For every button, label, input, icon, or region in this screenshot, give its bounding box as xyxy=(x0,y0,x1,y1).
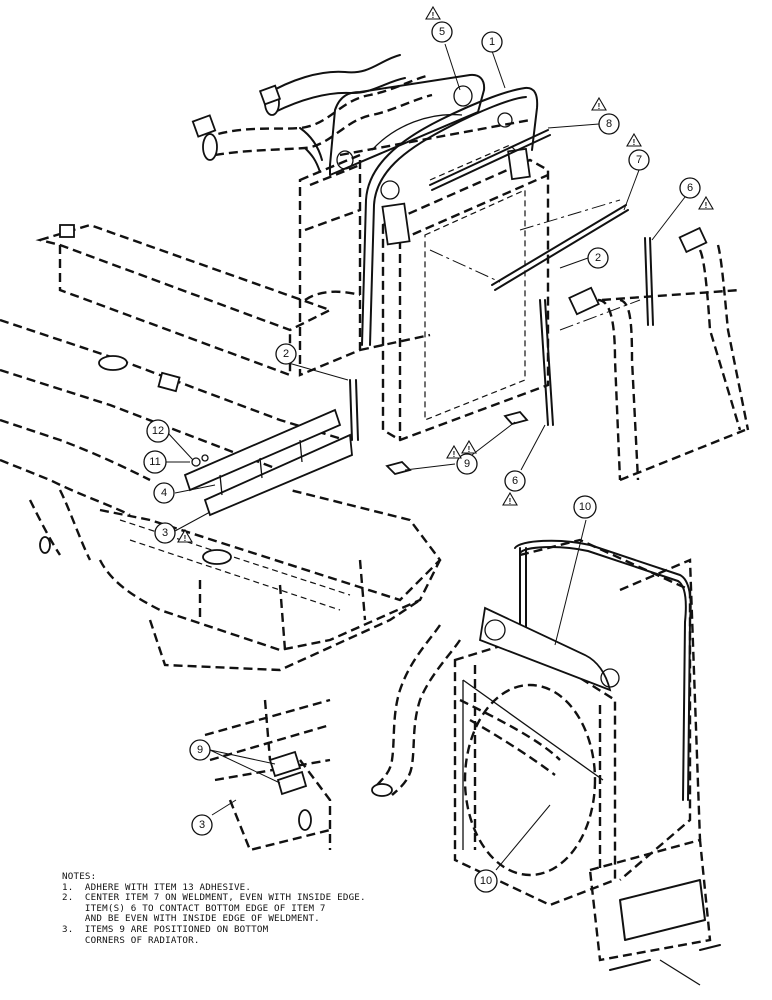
callout-10-upper: 10 xyxy=(573,495,597,519)
note-line: 1. ADHERE WITH ITEM 13 ADHESIVE. xyxy=(62,881,252,893)
svg-text:!: ! xyxy=(468,445,471,454)
note-line: AND BE EVEN WITH INSIDE EDGE OF WELDMENT… xyxy=(62,913,320,925)
svg-text:1: 1 xyxy=(489,36,495,48)
callout-9-inset: 9 xyxy=(189,739,211,761)
right-shroud-assembly xyxy=(568,226,750,482)
warning-icon: ! xyxy=(461,439,477,454)
callout-6-lower: 6 xyxy=(504,470,526,492)
callout-7: 7 xyxy=(628,149,650,171)
callout-10-lower: 10 xyxy=(474,869,498,893)
note-line: ITEM(S) 6 TO CONTACT BOTTOM EDGE OF ITEM… xyxy=(62,902,326,914)
svg-text:9: 9 xyxy=(197,744,203,756)
radiator-shroud-rear xyxy=(298,118,531,377)
leader-lines xyxy=(165,43,686,871)
svg-text:2: 2 xyxy=(595,252,601,264)
lower-hose xyxy=(371,624,561,797)
callout-9-upper: 9 xyxy=(456,453,478,475)
warning-icon: ! xyxy=(177,528,193,543)
svg-text:3: 3 xyxy=(199,819,205,831)
warning-icon: ! xyxy=(425,5,441,20)
svg-text:3: 3 xyxy=(162,527,168,539)
svg-text:!: ! xyxy=(184,534,187,543)
strip-items-8-7-2-6 xyxy=(349,129,641,441)
svg-text:!: ! xyxy=(705,201,708,210)
warning-icon: ! xyxy=(626,132,642,147)
note-line: 2. CENTER ITEM 7 ON WELDMENT, EVEN WITH … xyxy=(62,892,366,904)
warning-icon: ! xyxy=(591,96,607,111)
svg-text:!: ! xyxy=(633,138,636,147)
radiator-core xyxy=(380,112,550,442)
bracket-items-3-4 xyxy=(183,408,353,517)
gasket-item-5 xyxy=(329,73,486,176)
callout-8: 8 xyxy=(598,113,620,135)
pads-item-9 xyxy=(385,410,529,476)
svg-text:9: 9 xyxy=(464,458,470,470)
svg-text:10: 10 xyxy=(579,501,591,513)
lower-radiator-assembly xyxy=(453,538,702,907)
callout-12: 12 xyxy=(146,419,170,443)
svg-text:2: 2 xyxy=(283,348,289,360)
warning-icon: ! xyxy=(446,444,462,459)
notes-block: NOTES:1. ADHERE WITH ITEM 13 ADHESIVE.2.… xyxy=(62,871,366,946)
callout-2-left: 2 xyxy=(275,343,297,365)
lower-base-plate xyxy=(588,838,721,986)
svg-text:!: ! xyxy=(453,450,456,459)
note-line: CORNERS OF RADIATOR. xyxy=(62,934,200,946)
callout-6-upper: 6 xyxy=(679,177,701,199)
svg-text:11: 11 xyxy=(149,456,160,468)
svg-text:4: 4 xyxy=(161,487,167,499)
callout-11: 11 xyxy=(143,450,167,474)
callout-3-upper: 3 xyxy=(154,522,176,544)
warning-icon: ! xyxy=(698,195,714,210)
svg-text:10: 10 xyxy=(480,875,492,887)
svg-text:6: 6 xyxy=(687,182,693,194)
callout-1: 1 xyxy=(481,31,503,53)
seal-item-1 xyxy=(361,86,539,346)
svg-text:7: 7 xyxy=(636,154,642,166)
notes-heading: NOTES: xyxy=(62,871,97,882)
detail-inset xyxy=(204,698,332,852)
svg-text:5: 5 xyxy=(439,26,445,38)
upper-hoses xyxy=(191,54,433,173)
warning-icon: ! xyxy=(502,491,518,506)
chassis-frame xyxy=(0,223,442,672)
svg-text:12: 12 xyxy=(152,425,164,437)
callout-4: 4 xyxy=(153,482,175,504)
svg-text:!: ! xyxy=(432,11,435,20)
svg-text:!: ! xyxy=(598,102,601,111)
note-line: 3. ITEMS 9 ARE POSITIONED ON BOTTOM xyxy=(62,923,269,935)
callout-5: 5 xyxy=(431,21,453,43)
callout-2-right: 2 xyxy=(587,247,609,269)
callout-3-inset: 3 xyxy=(191,814,213,836)
svg-text:6: 6 xyxy=(512,475,518,487)
svg-text:8: 8 xyxy=(606,118,612,130)
svg-text:!: ! xyxy=(509,497,512,506)
